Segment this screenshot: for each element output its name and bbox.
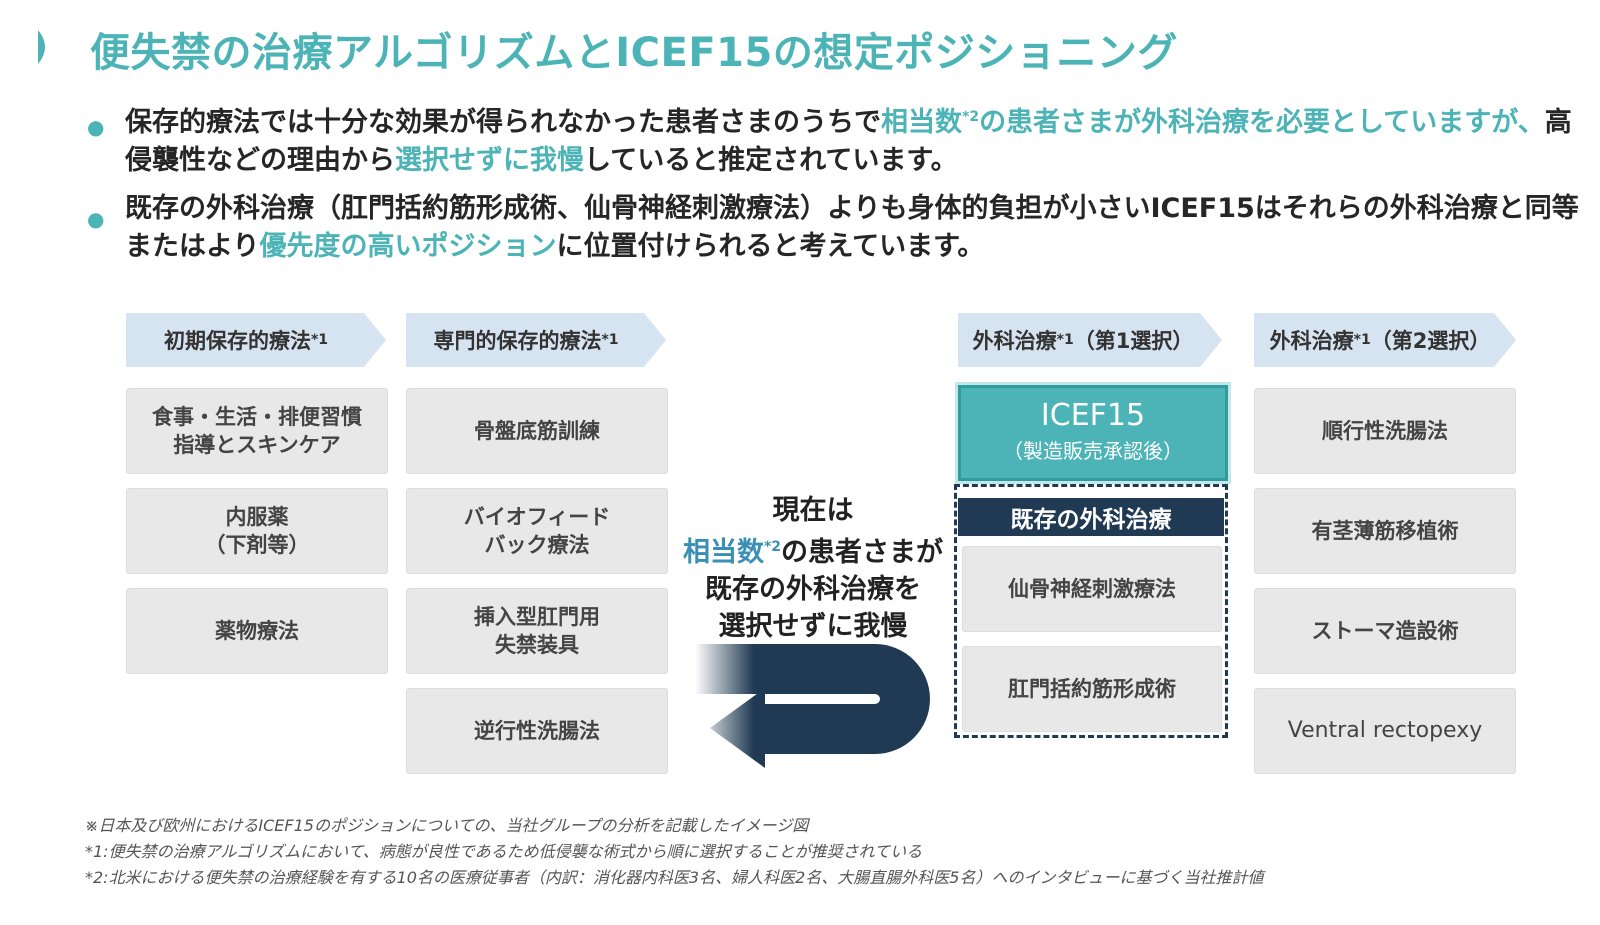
box-line: バック療法 <box>484 533 590 557</box>
footnote-1: ※日本及び欧州におけるICEF15のポジションについての、当社グループの分析を記… <box>85 816 809 835</box>
treatment-box: Ventral rectopexy <box>1254 688 1516 774</box>
bullet-list: ● 保存的療法では十分な効果が得られなかった患者さまのうちで相当数*2の患者さま… <box>85 98 1585 276</box>
treatment-box: 骨盤底筋訓練 <box>406 388 668 474</box>
bullet-dot-icon: ● <box>87 115 105 139</box>
column-header-surgery-first: 外科治療*1（第1選択） <box>958 313 1222 367</box>
treatment-box: 有茎薄筋移植術 <box>1254 488 1516 574</box>
bullet-1: ● 保存的療法では十分な効果が得られなかった患者さまのうちで相当数*2の患者さま… <box>87 107 1572 176</box>
treatment-box: 逆行性洗腸法 <box>406 688 668 774</box>
box-line: 内服薬 <box>225 505 289 529</box>
bullet-dot-icon: ● <box>87 207 105 231</box>
treatment-box: バイオフィードバック療法 <box>406 488 668 574</box>
box-line: （下剤等） <box>204 533 310 557</box>
center-note: 現在は 相当数*2の患者さまが 既存の外科治療を 選択せずに我慢 <box>682 495 944 642</box>
footnote-2: *1:便失禁の治療アルゴリズムにおいて、病態が良性であるため低侵襲な術式から順に… <box>85 842 923 861</box>
treatment-box: 挿入型肛門用失禁装具 <box>406 588 668 674</box>
column-header-initial-conservative: 初期保存的療法*1 <box>126 313 386 367</box>
box-line: 指導とスキンケア <box>173 433 341 457</box>
column-header-surgery-second: 外科治療*1（第2選択） <box>1254 313 1516 367</box>
treatment-box: 仙骨神経刺激療法 <box>962 546 1222 632</box>
treatment-box: 内服薬 （下剤等） <box>126 488 388 574</box>
treatment-box: 薬物療法 <box>126 588 388 674</box>
treatment-box: 順行性洗腸法 <box>1254 388 1516 474</box>
box-line: 失禁装具 <box>495 633 579 657</box>
treatment-box: 食事・生活・排便習慣指導とスキンケア <box>126 388 388 474</box>
box-line: 食事・生活・排便習慣 <box>152 405 362 429</box>
title-marker-icon <box>38 30 45 64</box>
treatment-box: ストーマ造設術 <box>1254 588 1516 674</box>
icef15-box: ICEF15 （製造販売承認後） <box>958 385 1228 481</box>
existing-surgery-group <box>954 484 1228 738</box>
u-turn-arrow-icon <box>695 644 930 768</box>
bullet-2: ● 既存の外科治療（肛門括約筋形成術、仙骨神経刺激療法）よりも身体的負担が小さい… <box>87 193 1579 262</box>
box-line: バイオフィード <box>463 505 611 529</box>
page-title: 便失禁の治療アルゴリズムとICEF15の想定ポジショニング <box>90 30 1178 76</box>
treatment-box: 肛門括約筋形成術 <box>962 646 1222 732</box>
footnote-3: *2:北米における便失禁の治療経験を有する10名の医療従事者（内訳：消化器内科医… <box>85 868 1264 887</box>
column-header-specialist-conservative: 専門的保存的療法*1 <box>406 313 666 367</box>
existing-surgery-label: 既存の外科治療 <box>958 498 1224 536</box>
box-line: 挿入型肛門用 <box>474 605 600 629</box>
